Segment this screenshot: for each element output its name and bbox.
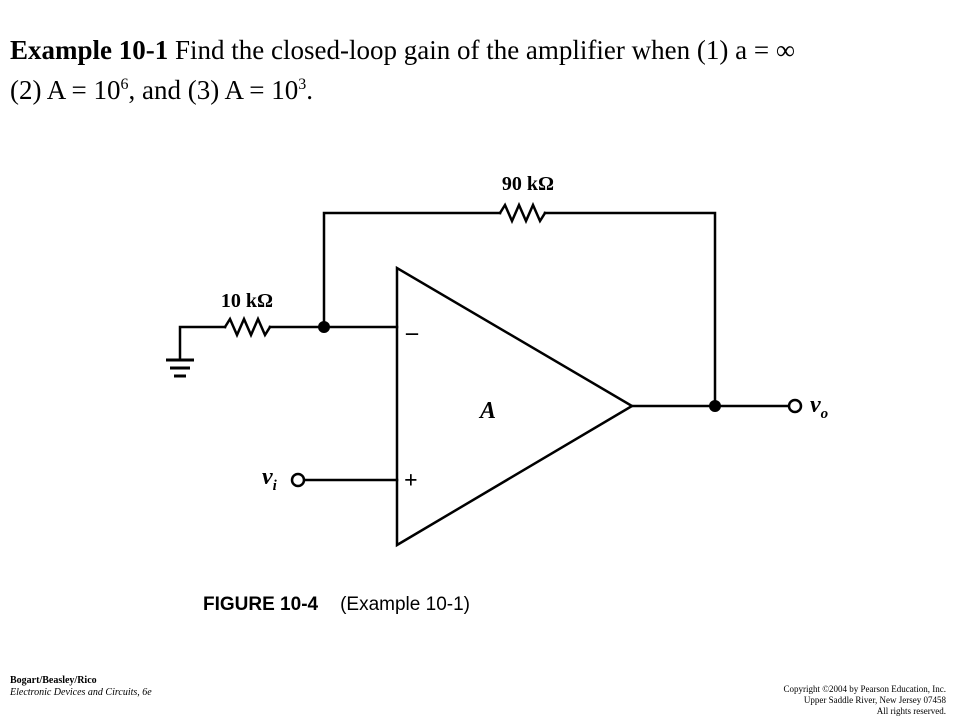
copyright-line: Copyright ©2004 by Pearson Education, In… <box>783 684 946 694</box>
address-line: Upper Saddle River, New Jersey 07458 <box>803 695 946 705</box>
title-line1-text: Find the closed-loop gain of the amplifi… <box>175 35 770 65</box>
example-label: Example 10-1 <box>10 35 169 65</box>
figure-caption: FIGURE 10-4 (Example 10-1) <box>203 594 470 616</box>
footer-authors: Bogart/Beasley/Rico <box>10 675 97 686</box>
junction-dot-input <box>318 321 330 333</box>
input-voltage-label: vi <box>262 464 278 494</box>
ground-icon <box>166 358 194 378</box>
title-line2-part1: (2) A = 10 <box>10 75 121 105</box>
title-exponent-6: 6 <box>120 76 129 93</box>
footer-book-title: Electronic Devices and Circuits, 6e <box>10 687 152 698</box>
figure-description: (Example 10-1) <box>340 594 470 615</box>
footer-copyright: Copyright ©2004 by Pearson Education, In… <box>783 684 946 717</box>
output-voltage-label: vo <box>810 392 828 422</box>
slide-title: Example 10-1 Find the closed-loop gain o… <box>10 30 950 110</box>
title-line2-part2: , and (3) A = 10 <box>128 75 299 105</box>
feedback-wire-left <box>322 211 502 329</box>
figure-number: FIGURE 10-4 <box>203 594 319 615</box>
feedback-resistor-label: 90 kΩ <box>502 173 554 195</box>
inverting-sign: – <box>405 320 419 346</box>
title-line2-part3: . <box>306 75 313 105</box>
title-exponent-3: 3 <box>298 76 307 93</box>
feedback-resistor-zigzag <box>498 201 547 225</box>
output-terminal <box>787 398 803 414</box>
rights-line: All rights reserved. <box>876 706 946 716</box>
gain-label: A <box>478 398 496 424</box>
feedback-wire-right <box>543 211 717 408</box>
infinity-symbol: ∞ <box>775 35 796 65</box>
input-resistor-label: 10 kΩ <box>221 290 273 312</box>
input-terminal <box>290 472 306 488</box>
noninverting-sign: + <box>404 468 418 494</box>
input-resistor-zigzag <box>223 315 272 339</box>
footer-attribution: Bogart/Beasley/Rico Electronic Devices a… <box>10 675 152 699</box>
junction-dot-output <box>709 400 721 412</box>
ground-wire <box>178 325 227 362</box>
opamp-triangle <box>395 265 635 548</box>
